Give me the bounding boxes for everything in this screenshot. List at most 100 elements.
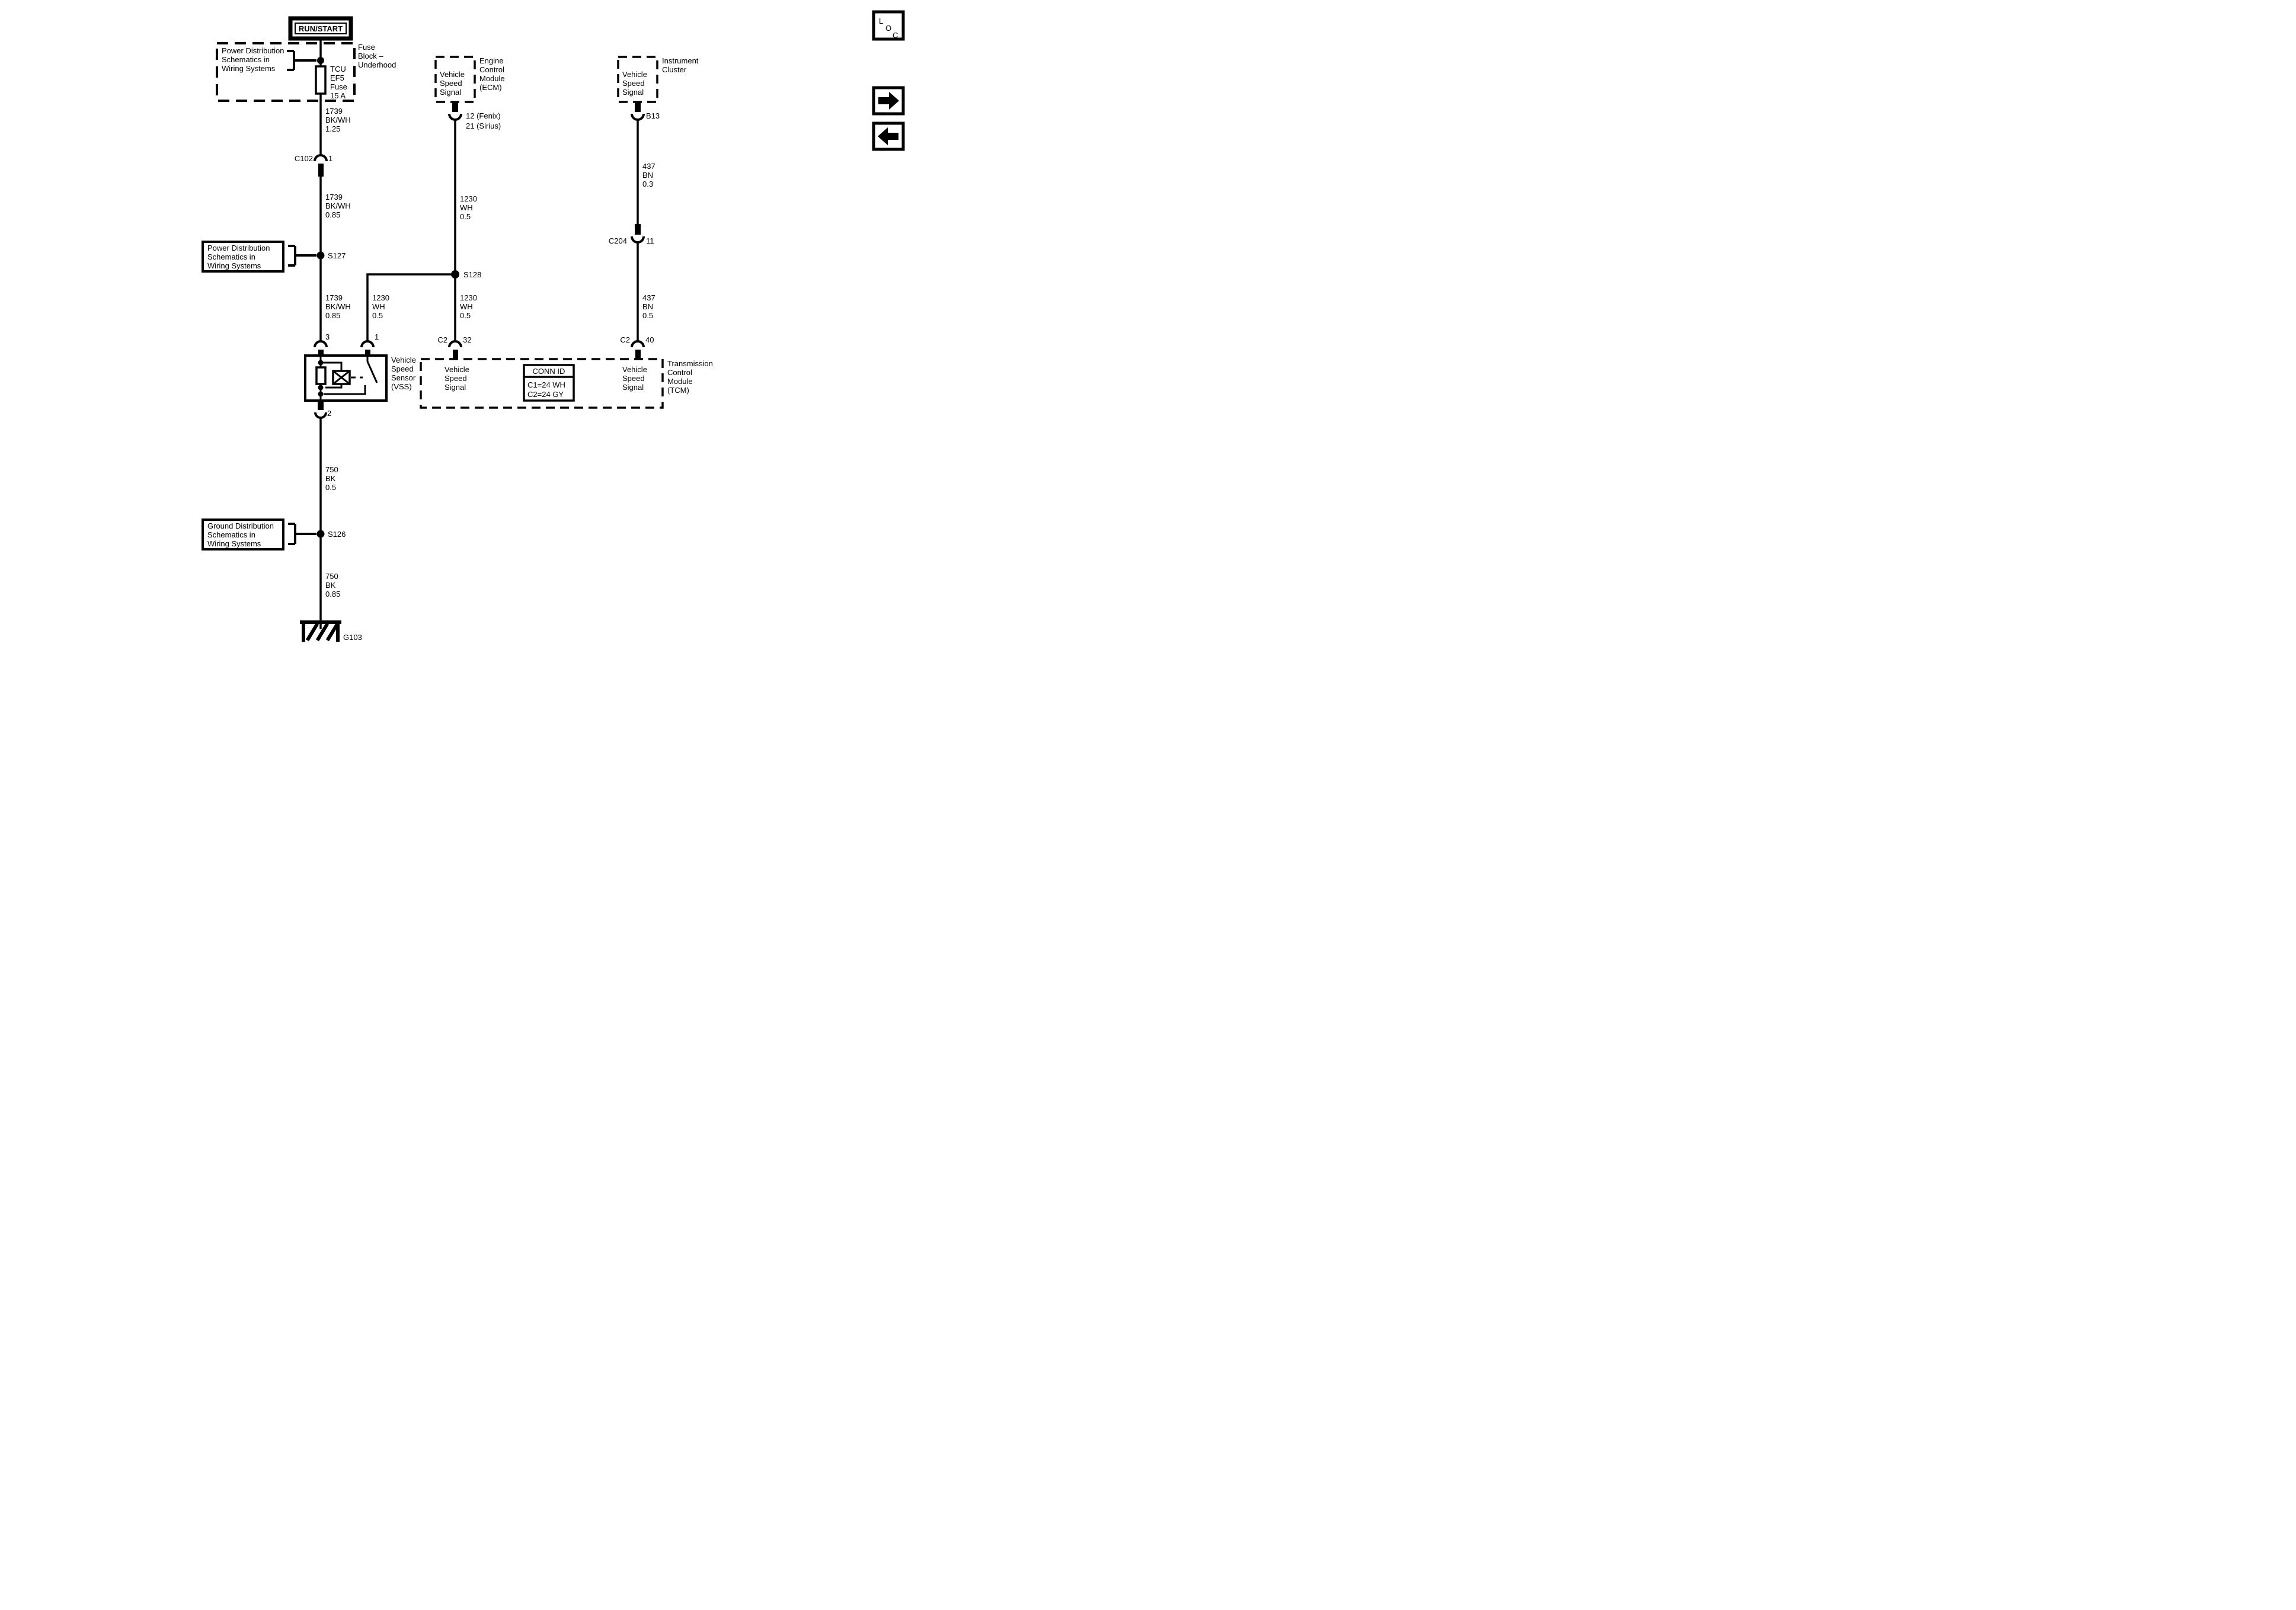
svg-text:Vehicle: Vehicle [440, 70, 465, 79]
pin-number: 1 [375, 332, 379, 341]
wire-label-1230-branch: 1230 WH 0.5 [372, 293, 389, 320]
note-bracket [288, 523, 316, 545]
wire-label-1739-085b: 1739 BK/WH 0.85 [325, 293, 351, 320]
svg-text:0.5: 0.5 [460, 311, 471, 320]
power-distribution-note-box [202, 241, 284, 273]
svg-text:Schematics in: Schematics in [222, 55, 270, 64]
svg-text:BK/WH: BK/WH [325, 201, 351, 210]
connector-name: C2 [620, 335, 630, 344]
svg-text:BN: BN [642, 302, 653, 311]
svg-text:S127: S127 [328, 251, 346, 260]
svg-text:0.85: 0.85 [325, 311, 340, 320]
svg-text:WH: WH [460, 203, 473, 212]
pin-option-sirius: 21 (Sirius) [466, 121, 501, 130]
left-arrow-icon [878, 127, 898, 145]
connector-c102: C102 1 [295, 154, 332, 177]
svg-text:0.3: 0.3 [642, 180, 653, 188]
connector-pin: 11 [646, 236, 654, 245]
wire-s128-branch-to-vss [366, 273, 455, 341]
svg-text:Control: Control [667, 368, 692, 377]
svg-text:15 A: 15 A [330, 91, 346, 100]
svg-text:1739: 1739 [325, 107, 343, 116]
run-start-source: RUN/START [288, 16, 353, 41]
loc-button[interactable]: L O C [872, 10, 905, 41]
svg-text:Engine: Engine [479, 56, 503, 65]
svg-text:BK/WH: BK/WH [325, 116, 351, 124]
note-bracket [287, 50, 316, 71]
back-page-button[interactable] [872, 121, 905, 151]
svg-text:Vehicle: Vehicle [391, 356, 416, 364]
ecm-name-label: Engine Control Module (ECM) [479, 56, 505, 92]
wire-label-437-03: 437 BN 0.3 [642, 162, 655, 188]
svg-text:Vehicle: Vehicle [445, 365, 469, 374]
svg-text:Signal: Signal [440, 88, 461, 97]
vss-internal-circuit [315, 356, 378, 401]
conn-id-row: C1=24 WH [527, 380, 565, 389]
pin-number: B13 [646, 111, 660, 120]
connector-c2-32: C2 32 [437, 335, 471, 359]
svg-text:0.5: 0.5 [460, 212, 471, 221]
conn-id-header: CONN ID [533, 367, 565, 376]
power-feed-circuit: RUN/START Fuse Block – Underhood Power D… [202, 16, 396, 341]
wire-label-437-05: 437 BN 0.5 [642, 293, 655, 320]
ground-point-label: G103 [343, 633, 362, 642]
wire-label-750-085: 750 BK 0.85 [325, 572, 340, 598]
connector-name: C204 [609, 236, 627, 245]
splice-s127: S127 Power Distribution Schematics in Wi… [202, 241, 346, 273]
loc-letter-c: C [893, 31, 898, 40]
wire-label-1739-085a: 1739 BK/WH 0.85 [325, 193, 351, 219]
vss-pin1-connector: 1 [360, 332, 379, 356]
ground-distribution-note-box [202, 518, 284, 550]
svg-text:Power Distribution: Power Distribution [207, 244, 270, 252]
svg-text:(TCM): (TCM) [667, 386, 689, 395]
note-bracket [288, 245, 316, 267]
svg-text:1230: 1230 [460, 293, 477, 302]
wire-label-750-05: 750 BK 0.5 [325, 465, 338, 492]
svg-text:Power Distribution: Power Distribution [222, 46, 284, 55]
connector-name: C2 [437, 335, 447, 344]
fuse-block-name: Fuse Block – Underhood [358, 43, 396, 69]
wire-label-1739-125: 1739 BK/WH 1.25 [325, 107, 351, 133]
tcm-signal-out-label: Vehicle Speed Signal [622, 365, 647, 392]
svg-text:Wiring Systems: Wiring Systems [207, 261, 261, 270]
right-arrow-icon [878, 92, 899, 110]
tcm-name-label: Transmission Control Module (TCM) [667, 359, 713, 395]
tcm-signal-in-label: Vehicle Speed Signal [445, 365, 469, 392]
svg-text:0.5: 0.5 [642, 311, 653, 320]
svg-text:Sensor: Sensor [391, 373, 416, 382]
svg-text:Control: Control [479, 65, 504, 74]
svg-text:Underhood: Underhood [358, 60, 396, 69]
wiring-diagram-canvas: RUN/START Fuse Block – Underhood Power D… [202, 10, 905, 642]
connector-c204: C204 11 [609, 224, 654, 245]
svg-text:Vehicle: Vehicle [622, 365, 647, 374]
svg-text:437: 437 [642, 162, 655, 171]
tcm-module-box [420, 358, 664, 409]
switch-blade [366, 356, 378, 383]
conn-id-row: C2=24 GY [527, 390, 564, 399]
vss-body-box [304, 354, 388, 402]
next-page-button[interactable] [872, 86, 905, 116]
svg-text:Transmission: Transmission [667, 359, 713, 368]
ecm-pin-connector: 12 (Fenix) 21 (Sirius) [448, 102, 501, 130]
run-start-label: RUN/START [299, 24, 343, 33]
svg-text:Cluster: Cluster [662, 65, 687, 74]
pin-number: 3 [325, 332, 330, 341]
svg-text:Module: Module [667, 377, 693, 386]
connector-pin: 32 [463, 335, 471, 344]
resistor-symbol [315, 366, 327, 385]
svg-text:1.25: 1.25 [325, 124, 340, 133]
svg-text:Fuse: Fuse [358, 43, 375, 52]
connector-pin: 1 [328, 154, 332, 163]
svg-text:Vehicle: Vehicle [622, 70, 647, 79]
vss-pin3-connector: 3 [314, 332, 330, 356]
svg-text:Block –: Block – [358, 52, 383, 60]
loc-letter-o: O [885, 24, 891, 33]
fuse-block-underhood-box [216, 42, 356, 102]
svg-text:Module: Module [479, 74, 505, 83]
svg-text:Signal: Signal [622, 88, 644, 97]
cluster-pin-connector: B13 [631, 102, 660, 121]
svg-text:Wiring Systems: Wiring Systems [222, 64, 276, 73]
splice-s126: S126 Ground Distribution Schematics in W… [202, 518, 346, 550]
svg-text:Wiring Systems: Wiring Systems [207, 539, 261, 548]
svg-text:Ground Distribution: Ground Distribution [207, 521, 274, 530]
